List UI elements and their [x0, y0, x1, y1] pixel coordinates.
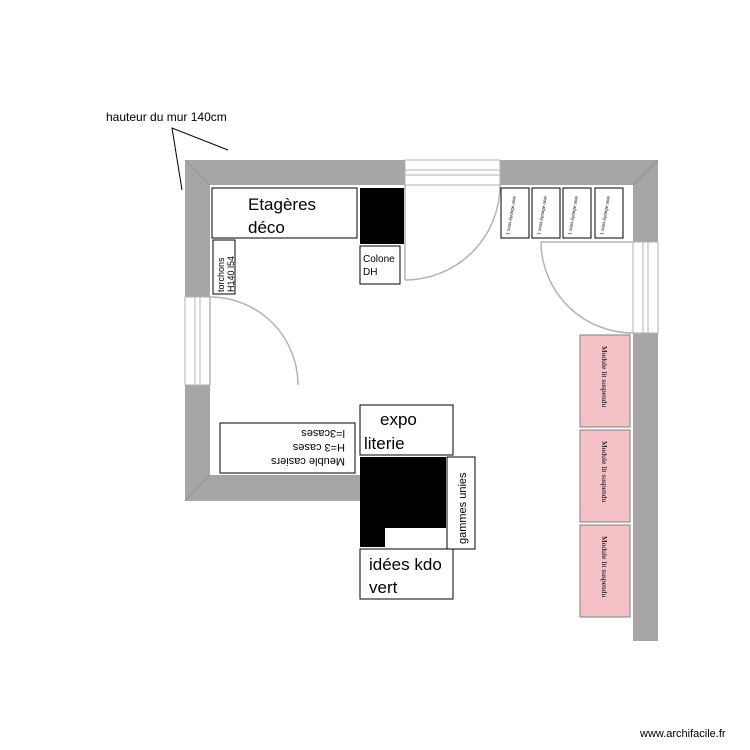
expo-literie: expo literie — [359, 404, 454, 456]
wall-height-label: hauteur du mur 140cm — [106, 110, 227, 124]
coussin-1-label: 1 cous.éponge unie — [505, 195, 517, 235]
torchons-label-line2: H140 l54 — [226, 256, 236, 292]
meuble-casiers: Meuble casiers H=3 cases l=3cases — [219, 422, 356, 474]
coussin-2: 1 cous.éponge unie — [531, 187, 561, 239]
wall-joints — [184, 159, 659, 502]
module-lit-1-label: Module lit suspendu — [600, 346, 609, 407]
watermark: www.archifacile.fr — [639, 728, 726, 740]
meuble-label-line2: H=3 cases — [292, 441, 345, 453]
black-block-top — [360, 188, 404, 244]
door-right — [540, 241, 634, 334]
black-block-bottom — [360, 457, 446, 547]
colone-label-line1: Colone — [363, 254, 395, 265]
walls — [185, 160, 658, 641]
opening-left — [184, 296, 211, 386]
coussin-3: 1 cous.éponge unie — [562, 187, 592, 239]
coussin-1: 1 cous.éponge unie — [500, 187, 530, 239]
etageres-label-line2: déco — [248, 218, 285, 237]
meuble-label-line3: l=3cases — [301, 427, 345, 439]
coussin-3-label: 1 cous.éponge unie — [567, 195, 579, 235]
module-lit-2-label: Module lit suspendu — [600, 441, 609, 502]
meuble-label-line1: Meuble casiers — [271, 455, 345, 467]
opening-right — [632, 241, 659, 334]
expo-label-line2: literie — [364, 434, 405, 453]
coussin-2-label: 1 cous.éponge unie — [536, 195, 548, 235]
idees-label-line1: idées kdo — [369, 555, 442, 574]
gammes-label: gammes unies — [457, 472, 469, 544]
colone-label-line2: DH — [363, 267, 377, 278]
torchons: torchons H140 l54 — [212, 239, 236, 295]
wall-top-right — [500, 160, 658, 185]
idees-label-line2: vert — [369, 578, 398, 597]
wall-left-upper — [185, 160, 210, 297]
coussin-4-label: 1 cous.éponge unie — [599, 195, 611, 235]
door-top — [404, 184, 501, 281]
etageres-deco: Etagères déco — [211, 187, 358, 239]
coussin-4: 1 cous.éponge unie — [594, 187, 624, 239]
idees-kdo-vert: idées kdo vert — [359, 548, 454, 600]
colone-dh: Colone DH — [359, 245, 401, 285]
wall-right-upper — [633, 160, 658, 242]
gammes-unies: gammes unies — [446, 456, 476, 550]
expo-label-line1: expo — [380, 410, 417, 429]
wall-bottom — [185, 475, 361, 501]
module-lit-2: Module lit suspendu — [579, 429, 631, 523]
wall-top-left — [185, 160, 405, 185]
module-lit-1: Module lit suspendu — [579, 334, 631, 428]
etageres-label-line1: Etagères — [248, 195, 316, 214]
opening-top — [404, 159, 501, 186]
module-lit-3-label: Module lit suspendu — [600, 536, 609, 597]
door-left — [209, 296, 299, 386]
torchons-label-line1: torchons — [216, 257, 226, 292]
module-lit-3: Module lit suspendu — [579, 524, 631, 618]
wall-height-annotation: hauteur du mur 140cm — [106, 110, 229, 191]
wall-right-lower — [633, 333, 658, 641]
